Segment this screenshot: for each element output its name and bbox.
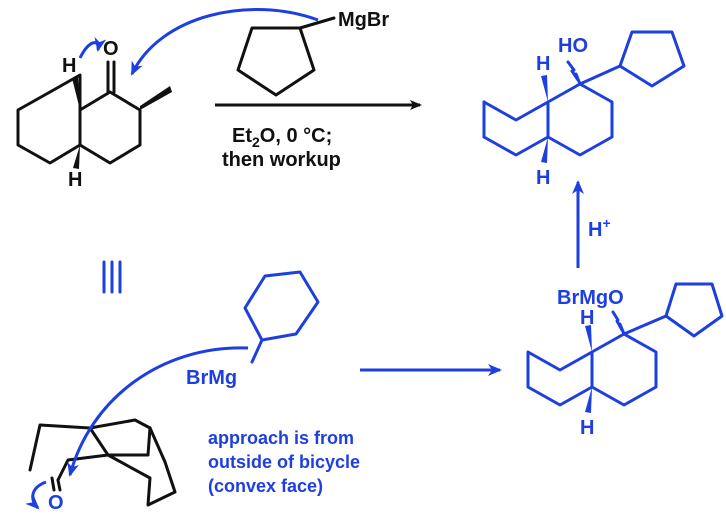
starting-ketone: O H H <box>16 38 172 191</box>
carbonyl-push-arrow <box>25 480 47 510</box>
approach-note-line-3: (convex face) <box>208 476 323 496</box>
h-bottom-label: H <box>68 169 82 191</box>
alkoxide-h-bottom: H <box>580 417 594 439</box>
grignard-attack-arrow <box>130 8 319 76</box>
grignard-label: MgBr <box>338 9 389 31</box>
h-top-label: H <box>62 55 76 77</box>
proton-label: H+ <box>588 215 611 241</box>
alkoxide-label: BrMgO <box>557 287 624 309</box>
carbonyl-oxygen-label: O <box>103 38 119 60</box>
approach-oxygen-label: O <box>48 492 64 514</box>
h-deprotonation-arrow <box>78 37 107 59</box>
grignard-reagent-approach: BrMg <box>186 270 320 389</box>
bicycle-3d-view: O <box>28 418 177 514</box>
product-h-top: H <box>536 53 550 75</box>
alkoxide-h-top: H <box>580 307 594 329</box>
convex-attack-arrow <box>67 346 249 477</box>
approach-note-line-1: approach is from <box>208 428 354 448</box>
alkoxide-intermediate: BrMgO H H <box>526 282 724 439</box>
approach-grignard-label: BrMg <box>186 367 237 389</box>
hydroxyl-label: HO <box>558 35 588 57</box>
product-alcohol: HO H H <box>482 30 686 189</box>
conditions-line-1: Et2O, 0 °C; <box>232 125 332 150</box>
cyclopentyl-grignard: MgBr <box>236 9 389 97</box>
equivalence-symbol <box>102 260 122 294</box>
conditions-line-2: then workup <box>222 149 341 171</box>
approach-note-line-2: outside of bicycle <box>208 452 360 472</box>
product-h-bottom: H <box>536 167 550 189</box>
